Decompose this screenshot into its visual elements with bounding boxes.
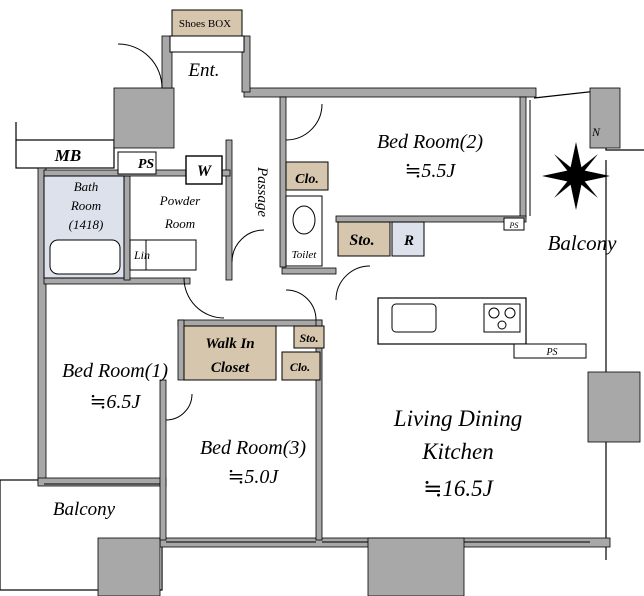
ps-right-box <box>503 217 525 231</box>
walkin-label-2: Closet <box>211 360 250 376</box>
refrigerator-label: R <box>403 233 414 249</box>
kitchen-sink <box>391 303 437 333</box>
shoes-box <box>171 9 243 37</box>
storage-main <box>337 221 391 257</box>
entrance-door <box>117 43 163 89</box>
refrigerator-space <box>391 221 425 257</box>
compass-icon <box>542 142 610 210</box>
toilet-bowl <box>292 205 316 235</box>
ps-top-label: PS <box>138 157 155 172</box>
washer-box <box>185 155 223 185</box>
kitchen-stove <box>483 303 521 333</box>
linen-label: Lin <box>133 248 150 262</box>
walk-in-closet <box>183 325 277 381</box>
door-swings <box>117 43 371 421</box>
walkin-label-1: Walk In <box>205 336 254 352</box>
powder-sink <box>145 239 197 271</box>
closet-br3 <box>281 351 321 381</box>
bedroom1-name: Bed Room(1) <box>62 360 168 382</box>
closet-br3-label: Clo. <box>290 360 310 374</box>
balcony-left-label: Balcony <box>53 499 116 520</box>
bathtub <box>49 239 121 275</box>
storage-small-label: Sto. <box>299 331 318 345</box>
balcony-right-frame-top <box>533 89 644 151</box>
passage-label: Passage <box>254 166 270 217</box>
bedroom3-size: ≒5.0J <box>228 466 280 488</box>
ldk-name-1: Living Dining <box>393 406 522 431</box>
washer-label: W <box>197 163 213 180</box>
bath-label-2: Room <box>70 198 101 213</box>
br2-door <box>285 103 323 141</box>
closet-br2-label: Clo. <box>295 172 319 187</box>
storage-small <box>293 325 325 349</box>
bedroom2-name: Bed Room(2) <box>377 131 483 153</box>
ldk-door <box>335 265 371 301</box>
powder-door <box>231 229 265 263</box>
balcony-right-label: Balcony <box>548 231 617 255</box>
bedroom1-size: ≒6.5J <box>90 391 142 413</box>
walls <box>37 35 641 596</box>
entrance-label: Ent. <box>187 60 219 81</box>
ps-top-box <box>117 151 157 175</box>
ps-right-label: PS <box>509 221 519 230</box>
toilet-label: Toilet <box>292 249 318 261</box>
bedroom2-size: ≒5.5J <box>405 160 457 182</box>
bedroom3-name: Bed Room(3) <box>200 437 306 459</box>
powder-label-1: Powder <box>159 193 201 208</box>
storage-main-label: Sto. <box>349 232 374 249</box>
bath-label-1: Bath <box>74 179 99 194</box>
br3-side-door <box>165 393 193 421</box>
mb-box <box>15 139 115 169</box>
ldk-name-2: Kitchen <box>421 439 494 464</box>
closet-br2 <box>285 161 329 191</box>
ps-kitchen-box <box>513 343 587 359</box>
powder-label-2: Room <box>164 216 195 231</box>
shoes-box-label: Shoes BOX <box>179 18 231 30</box>
linen-cabinet <box>129 239 147 271</box>
br1-door <box>183 277 225 319</box>
mb-label: MB <box>54 146 81 165</box>
ps-kitchen-label: PS <box>545 347 557 358</box>
compass-north-label: N <box>591 125 601 139</box>
windows <box>44 100 590 543</box>
bath-label-3: (1418) <box>69 217 104 232</box>
ldk-size: ≒16.5J <box>423 476 495 501</box>
shoes-box-doors <box>169 35 245 53</box>
br3-door <box>285 289 317 321</box>
